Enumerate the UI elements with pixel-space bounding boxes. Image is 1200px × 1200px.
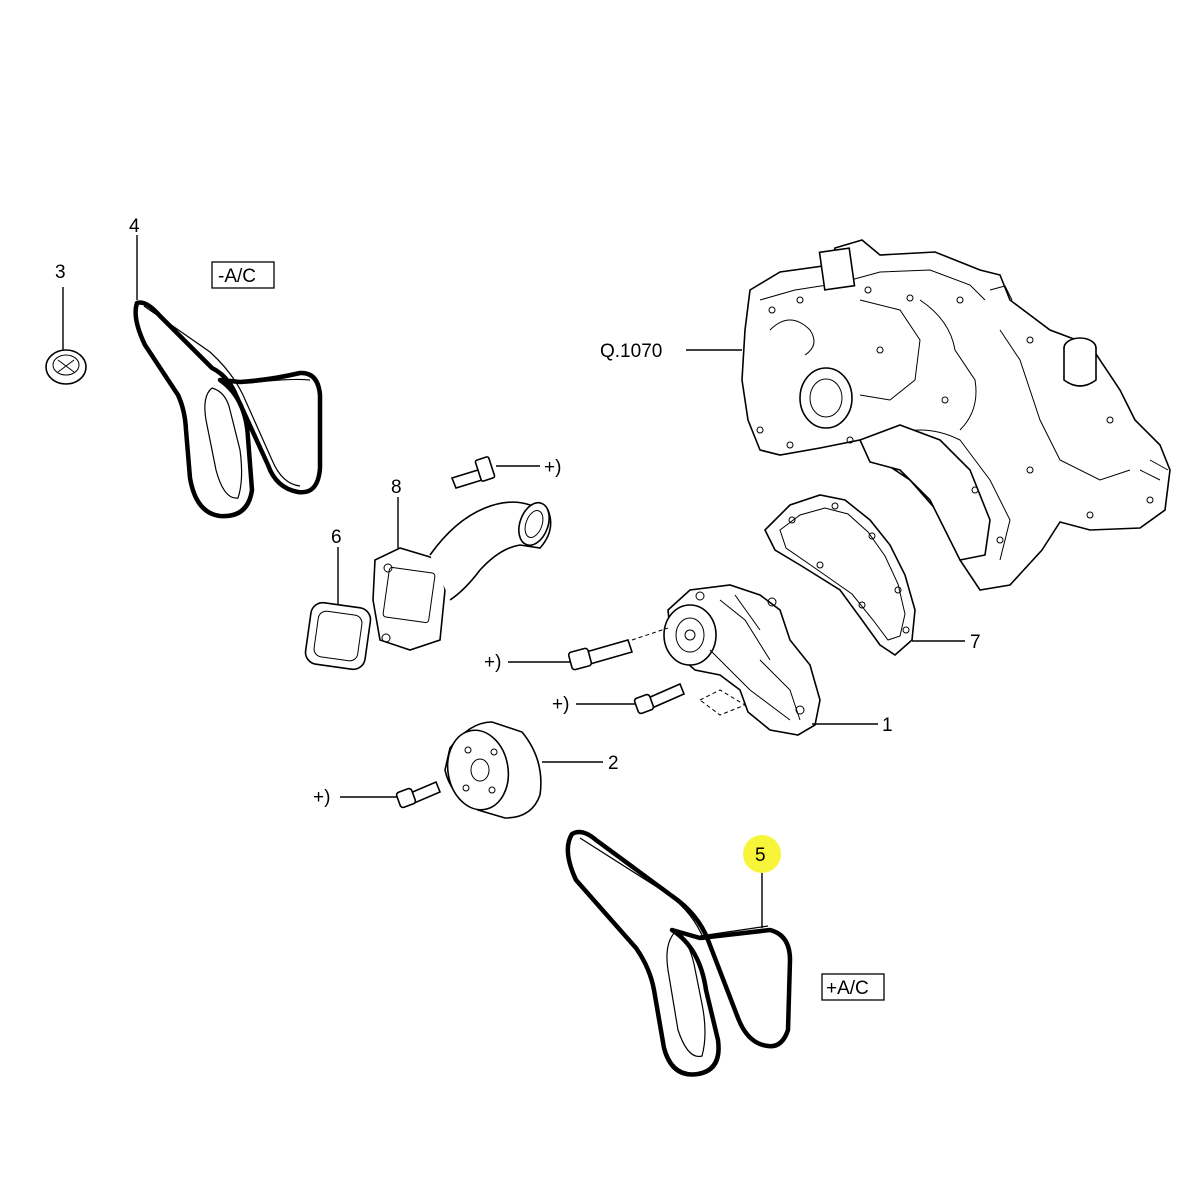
part-7-gasket xyxy=(764,494,965,657)
housing-bolt-holes xyxy=(756,286,1154,544)
label-plus-4: +) xyxy=(313,787,330,808)
label-plus-1: +) xyxy=(544,457,561,478)
part-5-highlight-badge: 5 xyxy=(743,835,781,873)
bolt-upper xyxy=(450,456,540,489)
label-plus-2: +) xyxy=(484,652,501,673)
label-plus-3: +) xyxy=(552,694,569,715)
label-part-7: 7 xyxy=(970,632,981,653)
timing-cover-housing xyxy=(686,239,1171,591)
label-part-5: 5 xyxy=(755,845,766,866)
label-ref-q1070: Q.1070 xyxy=(600,341,662,362)
label-part-4: 4 xyxy=(129,216,140,237)
label-part-1: 1 xyxy=(882,715,893,736)
box-plus-ac: +A/C xyxy=(821,973,885,1001)
part-8-elbow-pipe xyxy=(372,497,552,651)
part-2-pulley xyxy=(444,721,603,819)
bolt-pump-lower xyxy=(576,682,686,715)
label-part-8: 8 xyxy=(391,477,402,498)
box-minus-ac-label: -A/C xyxy=(218,266,256,287)
part-4-belt xyxy=(133,235,323,519)
box-plus-ac-label: +A/C xyxy=(826,978,869,999)
label-part-2: 2 xyxy=(608,753,619,774)
part-6-seal xyxy=(304,547,372,671)
part-1-water-pump xyxy=(663,584,878,736)
part-5-belt xyxy=(565,829,793,1077)
part-3-cap xyxy=(45,287,87,385)
bolt-pulley xyxy=(340,780,442,809)
box-minus-ac: -A/C xyxy=(211,261,275,289)
bolt-pump-upper xyxy=(508,627,669,671)
label-part-6: 6 xyxy=(331,527,342,548)
label-part-3: 3 xyxy=(55,262,66,283)
